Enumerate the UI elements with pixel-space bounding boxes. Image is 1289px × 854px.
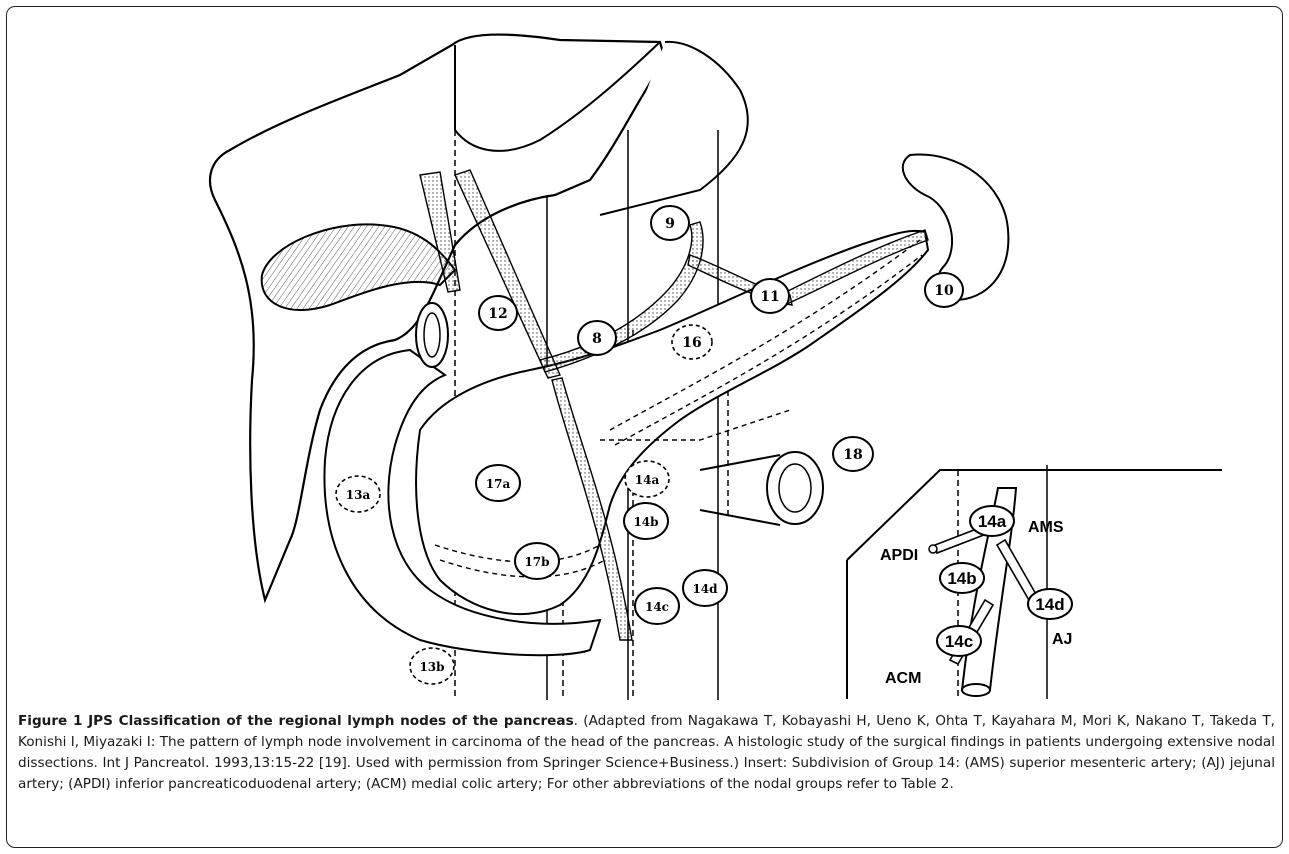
node-14a: 14a bbox=[625, 461, 669, 497]
svg-text:9: 9 bbox=[665, 216, 675, 232]
svg-text:14d: 14d bbox=[692, 582, 718, 596]
svg-text:16: 16 bbox=[682, 335, 701, 351]
label-acm: ACM bbox=[885, 670, 921, 687]
svg-text:10: 10 bbox=[934, 283, 954, 299]
label-aj: AJ bbox=[1052, 631, 1072, 648]
svg-text:14a: 14a bbox=[635, 473, 660, 487]
svg-text:13a: 13a bbox=[346, 488, 371, 502]
svg-text:18: 18 bbox=[843, 447, 862, 463]
label-apdi: APDI bbox=[880, 547, 918, 564]
node-14d: 14d bbox=[683, 570, 727, 606]
svg-text:8: 8 bbox=[592, 331, 602, 347]
insert-node-14b: 14b bbox=[940, 563, 984, 593]
svg-text:14a: 14a bbox=[978, 512, 1007, 531]
svg-text:14b: 14b bbox=[633, 515, 658, 529]
node-17b: 17b bbox=[515, 543, 559, 579]
svg-text:11: 11 bbox=[760, 289, 779, 305]
node-18: 18 bbox=[833, 437, 873, 471]
svg-text:14d: 14d bbox=[1035, 595, 1064, 614]
svg-text:14c: 14c bbox=[945, 632, 973, 651]
svg-text:14c: 14c bbox=[645, 600, 669, 614]
caption-title: Figure 1 JPS Classification of the regio… bbox=[18, 713, 574, 729]
node-11: 11 bbox=[751, 279, 789, 313]
node-8: 8 bbox=[578, 321, 616, 355]
node-14b: 14b bbox=[624, 503, 668, 539]
svg-text:17a: 17a bbox=[486, 477, 511, 491]
node-12: 12 bbox=[479, 296, 517, 330]
insert-node-14c: 14c bbox=[937, 626, 981, 656]
node-13b: 13b bbox=[410, 648, 454, 684]
svg-text:17b: 17b bbox=[524, 555, 549, 569]
node-16: 16 bbox=[672, 325, 712, 359]
pancreas-lymph-node-illustration: 9 10 11 12 8 16 18 13a 13b 17a 17b 14a 1… bbox=[0, 0, 1289, 710]
node-17a: 17a bbox=[476, 465, 520, 501]
svg-text:13b: 13b bbox=[419, 660, 444, 674]
node-14c: 14c bbox=[635, 588, 679, 624]
group14-insert: 14a 14b 14c 14d AMS APDI AJ ACM bbox=[847, 465, 1222, 699]
svg-text:12: 12 bbox=[488, 306, 507, 322]
node-10: 10 bbox=[925, 273, 963, 307]
figure-caption: Figure 1 JPS Classification of the regio… bbox=[18, 711, 1275, 795]
node-9: 9 bbox=[651, 206, 689, 240]
svg-text:14b: 14b bbox=[947, 569, 976, 588]
label-ams: AMS bbox=[1028, 519, 1064, 536]
node-13a: 13a bbox=[336, 476, 380, 512]
insert-node-14d: 14d bbox=[1028, 589, 1072, 619]
insert-node-14a: 14a bbox=[970, 506, 1014, 536]
